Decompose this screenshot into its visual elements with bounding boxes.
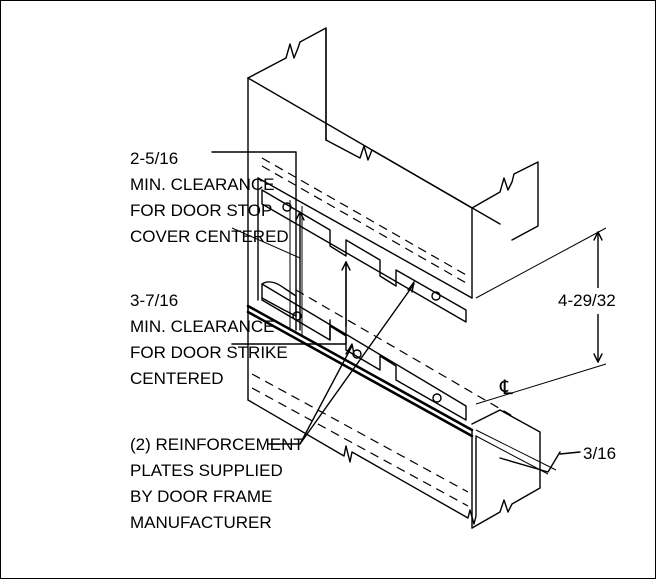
mounting-hole	[432, 393, 442, 403]
leader-lines	[211, 151, 607, 475]
svg-text:2-5/16: 2-5/16	[130, 149, 178, 168]
svg-text:MIN. CLEARANCE: MIN. CLEARANCE	[130, 317, 275, 336]
svg-text:MANUFACTURER: MANUFACTURER	[130, 513, 272, 532]
upper-reinforcement-plate	[257, 157, 469, 336]
mounting-hole	[352, 349, 362, 359]
offset-dimension-label: 3/16	[583, 444, 616, 463]
svg-text:FOR DOOR STRIKE: FOR DOOR STRIKE	[130, 343, 288, 362]
svg-text:BY DOOR FRAME: BY DOOR FRAME	[130, 487, 272, 506]
mounting-hole	[431, 291, 441, 301]
centerline	[295, 289, 517, 419]
mounting-hole	[282, 202, 292, 212]
svg-text:CENTERED: CENTERED	[130, 369, 224, 388]
svg-text:MIN. CLEARANCE: MIN. CLEARANCE	[130, 175, 275, 194]
svg-text:(2) REINFORCEMENT: (2) REINFORCEMENT	[130, 435, 304, 454]
svg-text:PLATES SUPPLIED: PLATES SUPPLIED	[130, 461, 283, 480]
upper-frame-section	[247, 27, 539, 401]
mounting-hole	[292, 311, 302, 321]
label-stop-clearance: 2-5/16 MIN. CLEARANCE FOR DOOR STOP COVE…	[130, 149, 289, 246]
svg-text:3-7/16: 3-7/16	[130, 291, 178, 310]
lower-frame-section	[246, 304, 541, 529]
label-strike-clearance: 3-7/16 MIN. CLEARANCE FOR DOOR STRIKE CE…	[130, 291, 288, 388]
height-dimension-label: 4-29/32	[558, 291, 616, 310]
label-reinforcement-plates: (2) REINFORCEMENT PLATES SUPPLIED BY DOO…	[130, 435, 304, 532]
svg-text:COVER CENTERED: COVER CENTERED	[130, 227, 289, 246]
centerline-symbol: ℄	[499, 377, 513, 399]
svg-text:FOR DOOR STOP: FOR DOOR STOP	[130, 201, 272, 220]
